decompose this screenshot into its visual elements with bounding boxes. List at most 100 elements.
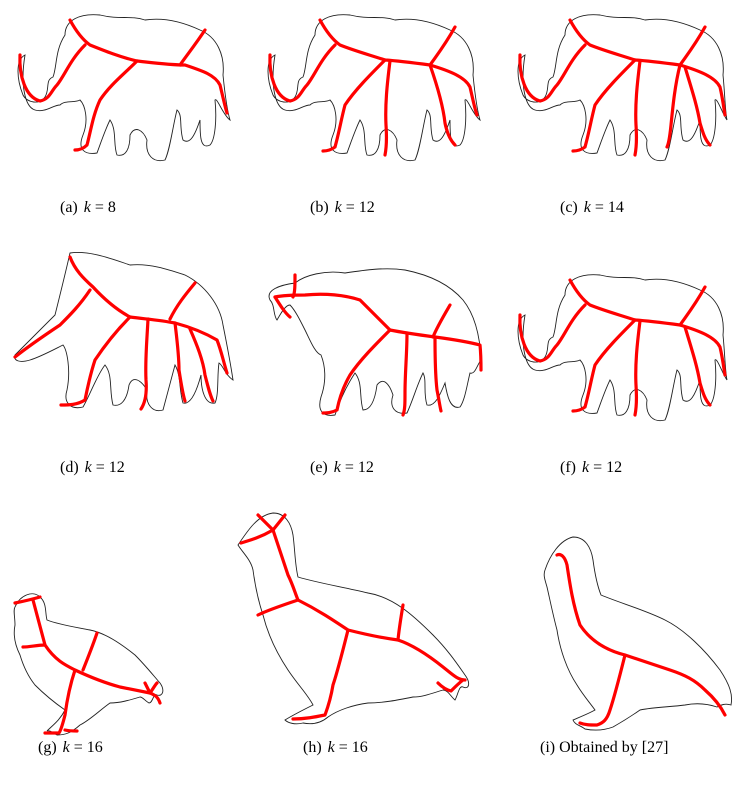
bird-figure-i [535, 525, 735, 730]
skeleton-branch [75, 61, 137, 150]
caption-equals: = [70, 739, 87, 756]
skeleton-branch [61, 317, 130, 405]
skeleton-branch [190, 329, 213, 401]
panel-caption: (g) k = 16 [38, 739, 103, 757]
skeleton-branch [398, 605, 403, 640]
skeleton-branch [323, 330, 390, 413]
skeleton-branch [20, 45, 85, 101]
panel-caption: (b) k = 12 [310, 199, 375, 217]
skeleton-branch [685, 67, 710, 145]
skeleton-branch [680, 287, 705, 325]
skeleton-branch [270, 45, 335, 101]
bird-outline [544, 537, 731, 730]
elephant-outline [269, 269, 481, 416]
caption-variable: k [84, 199, 91, 216]
skeleton-branch [635, 61, 640, 155]
skeleton-branch [15, 290, 90, 357]
skeleton-branch [635, 321, 640, 415]
caption-equals: = [91, 199, 108, 216]
caption-label: (b) [310, 199, 329, 216]
skeleton-branch [685, 327, 710, 405]
elephant-figure-d [5, 245, 240, 420]
skeleton-branch [385, 61, 390, 155]
panel-caption: (f)k = 12 [560, 459, 622, 477]
skeleton-branch [433, 305, 450, 337]
skeleton-branch [258, 600, 465, 680]
skeleton-branch [273, 530, 298, 600]
caption-value: 12 [606, 459, 622, 476]
panel-i: (i) Obtained by [27] [535, 525, 735, 785]
elephant-figure-c [505, 5, 735, 165]
skeleton-branch [33, 600, 160, 703]
caption-equals: = [591, 199, 608, 216]
caption-label: (a) [60, 199, 78, 216]
caption-value: 12 [358, 459, 374, 476]
skeleton-branch [180, 30, 205, 65]
bird-figure-g [5, 585, 165, 735]
panel-caption: (h) k = 16 [303, 739, 368, 757]
skeleton-branch [667, 65, 680, 147]
elephant-outline [18, 15, 230, 161]
elephant-outline [518, 15, 727, 161]
skeleton-branch [65, 730, 77, 731]
skeleton-branch [170, 283, 195, 319]
caption-equals: = [342, 199, 359, 216]
skeleton-branch [23, 645, 45, 647]
caption-equals: = [589, 459, 606, 476]
panel-e: (e)k = 12 [255, 265, 490, 445]
bird-figure-h [233, 505, 478, 730]
panel-caption: (a) k = 8 [60, 199, 116, 217]
skeleton-branch [403, 333, 407, 415]
caption-variable: k [334, 459, 341, 476]
skeleton-branch [70, 257, 227, 373]
caption-variable: k [335, 199, 342, 216]
panel-caption: (c)k = 14 [560, 199, 624, 217]
caption-variable: k [328, 739, 335, 756]
caption-value: 12 [109, 459, 125, 476]
elephant-figure-a [5, 5, 240, 165]
caption-label: (i) [540, 739, 555, 756]
skeleton-branch [430, 27, 455, 65]
caption-equals: = [92, 459, 109, 476]
caption-label: (g) [38, 739, 57, 756]
panel-a: (a)k = 8 [5, 5, 240, 185]
caption-variable: k [584, 199, 591, 216]
panel-h: (h) k = 16 [233, 505, 468, 785]
panel-c: (c)k = 14 [505, 5, 735, 185]
elephant-figure-f [505, 265, 735, 425]
caption-text: Obtained by [27] [559, 739, 668, 756]
bird-outline [238, 513, 469, 724]
elephant-figure-b [255, 5, 490, 165]
caption-label: (h) [303, 739, 322, 756]
panel-f: (f)k = 12 [505, 265, 735, 445]
panel-g: (g) k = 16 [5, 585, 240, 785]
caption-label: (f) [560, 459, 576, 476]
caption-equals: = [335, 739, 352, 756]
skeleton-branch [435, 337, 441, 411]
panel-caption: (i) Obtained by [27] [540, 739, 668, 757]
skeleton-branch [430, 65, 455, 145]
caption-value: 16 [352, 739, 368, 756]
panel-b: (b)k = 12 [255, 5, 490, 185]
skeleton-branch [680, 27, 705, 65]
skeleton-branch [293, 630, 348, 719]
panel-caption: (d)k = 12 [60, 459, 125, 477]
skeleton-branch [520, 305, 585, 361]
skeleton-branch [275, 297, 290, 317]
caption-value: 8 [108, 199, 116, 216]
caption-value: 12 [359, 199, 375, 216]
skeleton-branch [175, 323, 185, 401]
skeleton-branch [557, 554, 725, 715]
skeleton-branch [141, 319, 148, 409]
panel-caption: (e)k = 12 [310, 459, 374, 477]
skeleton-branch [520, 45, 585, 101]
caption-label: (c) [560, 199, 578, 216]
caption-value: 16 [87, 739, 103, 756]
caption-variable: k [63, 739, 70, 756]
elephant-figure-e [255, 265, 490, 425]
skeleton-branch [258, 515, 285, 530]
caption-label: (d) [60, 459, 79, 476]
skeleton-branch [241, 530, 273, 543]
panel-d: (d)k = 12 [5, 245, 240, 425]
skeleton-branch [83, 633, 97, 670]
